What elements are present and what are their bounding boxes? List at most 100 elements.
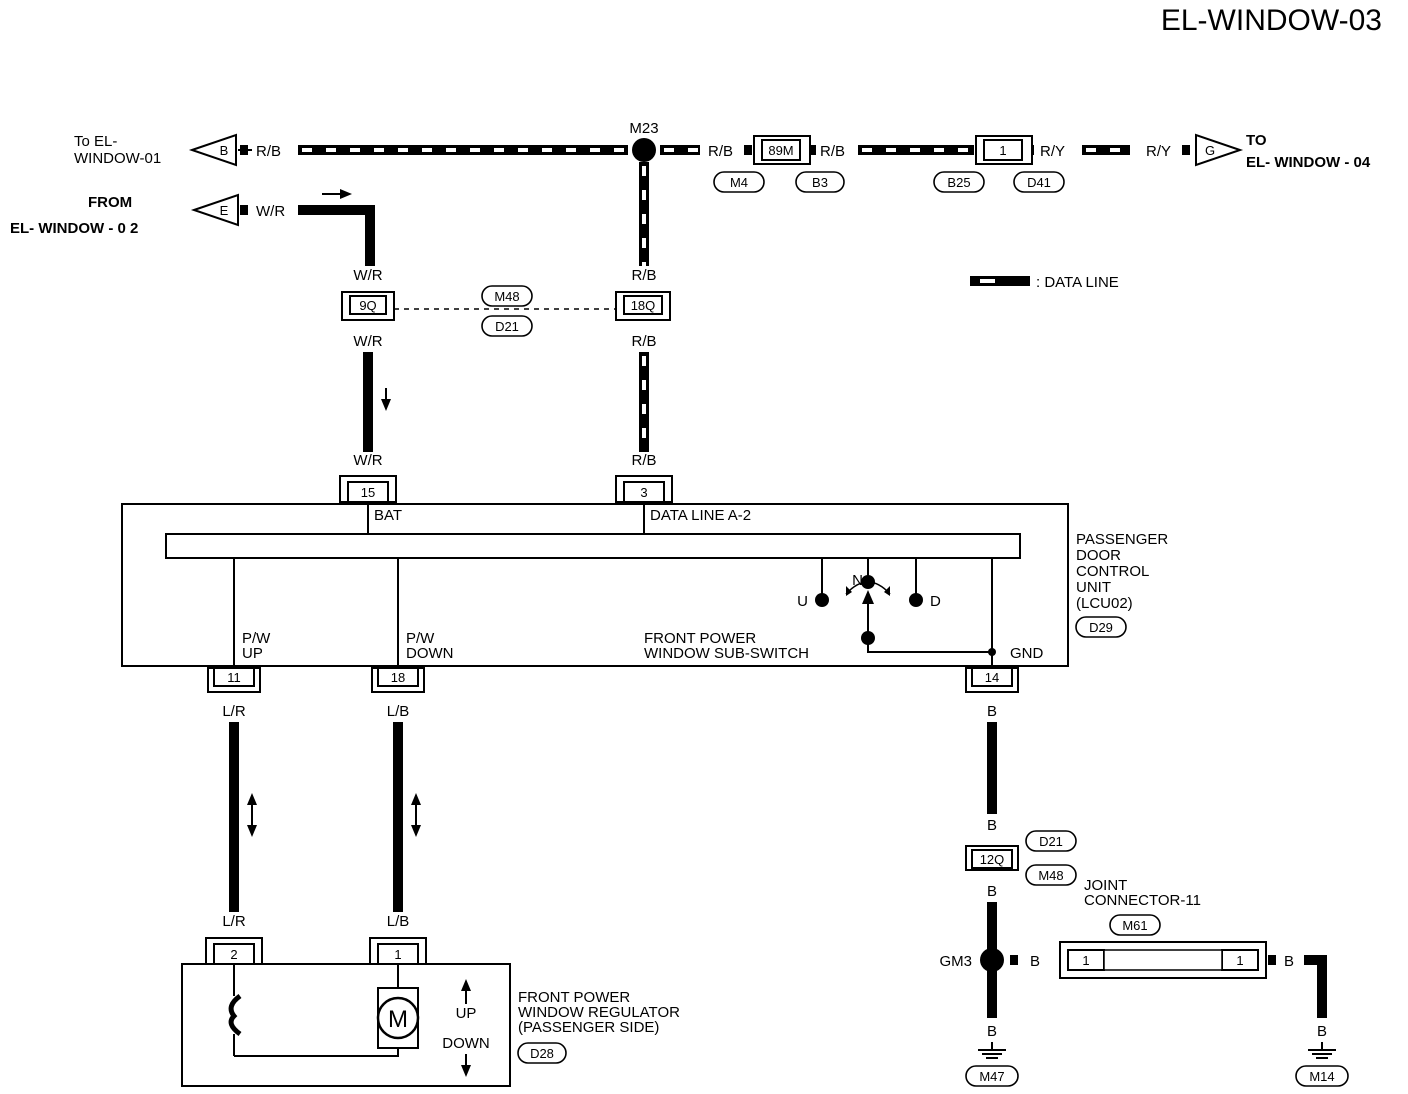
pw-down-label-2: DOWN	[406, 645, 454, 662]
wire-label-wr-9q-bottom: W/R	[353, 333, 382, 350]
svg-text:M14: M14	[1309, 1069, 1334, 1084]
wire-wr-upper	[298, 205, 375, 266]
svg-text:M4: M4	[730, 175, 748, 190]
svg-text:B3: B3	[812, 175, 828, 190]
svg-text:18Q: 18Q	[631, 298, 656, 313]
pw-down-label-1: P/W	[406, 630, 435, 647]
tag-b3: B3	[795, 171, 845, 193]
arrow-e-label: E	[220, 203, 229, 218]
svg-text:M61: M61	[1122, 918, 1147, 933]
switch-u-label: U	[797, 593, 808, 610]
tag-d29: D29	[1075, 616, 1127, 638]
svg-text:89M: 89M	[768, 143, 793, 158]
switch-n-label: N	[852, 572, 863, 589]
svg-text:D28: D28	[530, 1046, 554, 1061]
svg-text:B25: B25	[947, 175, 970, 190]
wire-label-wr-15: W/R	[353, 452, 382, 469]
wire-label-b-gm3: B	[1030, 953, 1040, 970]
svg-text:M47: M47	[979, 1069, 1004, 1084]
svg-text:3: 3	[640, 485, 647, 500]
svg-text:D21: D21	[1039, 834, 1063, 849]
tag-m4: M4	[713, 171, 765, 193]
connector-18[interactable]: 18	[371, 667, 425, 693]
wire-label-rb-top-left: R/B	[256, 143, 281, 160]
wire-label-wr-top: W/R	[256, 203, 285, 220]
connector-12q[interactable]: 12Q	[965, 845, 1019, 871]
ground-m14-icon	[1308, 1042, 1336, 1059]
tag-b25: B25	[933, 171, 985, 193]
bat-label: BAT	[374, 507, 402, 524]
wire-label-rb-18q-bottom: R/B	[631, 333, 656, 350]
arrow-b-label: B	[220, 143, 229, 158]
control-unit-name-1: PASSENGER	[1076, 531, 1168, 548]
tag-d21-top: D21	[481, 315, 533, 337]
regulator-name-3: (PASSENGER SIDE)	[518, 1019, 659, 1036]
connector-1-b25[interactable]: 1	[975, 135, 1033, 165]
to-el-window-01-line1: To EL-	[74, 133, 117, 150]
connector-18q[interactable]: 18Q	[615, 291, 671, 321]
wire-label-lb-top: L/B	[387, 703, 410, 720]
svg-text:14: 14	[985, 670, 999, 685]
wire-label-rb-89m-right: R/B	[820, 143, 845, 160]
to-el-window-01-arrow[interactable]: B	[188, 133, 237, 167]
svg-text:1: 1	[999, 143, 1006, 158]
wire-label-b-12q-top: B	[987, 817, 997, 834]
pw-up-label-2: UP	[242, 645, 263, 662]
connector-2[interactable]: 2	[205, 937, 263, 965]
joint-connector-11[interactable]: 1 1	[1059, 941, 1267, 979]
front-power-window-regulator	[181, 963, 511, 1087]
to-el-window-01-line2: WINDOW-01	[74, 150, 161, 167]
svg-text:D21: D21	[495, 319, 519, 334]
connector-1-regulator[interactable]: 1	[369, 937, 427, 965]
svg-text:M48: M48	[494, 289, 519, 304]
data-line-legend: : DATA LINE	[970, 274, 1119, 291]
arrow-g-label: G	[1205, 143, 1215, 158]
svg-text:18: 18	[391, 670, 405, 685]
legend-data-line-label: : DATA LINE	[1036, 274, 1119, 291]
sub-switch-label-2: WINDOW SUB-SWITCH	[644, 645, 809, 662]
to-el-window-04-arrow[interactable]: G	[1195, 133, 1244, 167]
connector-89m[interactable]: 89M	[753, 135, 811, 165]
front-power-window-sub-switch	[815, 558, 996, 656]
svg-text:12Q: 12Q	[980, 852, 1005, 867]
regulator-circuit: M	[228, 964, 420, 1057]
wire-label-rb-m23-right: R/B	[708, 143, 733, 160]
motor-icon	[376, 996, 420, 1040]
top-data-line	[238, 145, 1190, 155]
wire-label-rb-18q-top: R/B	[631, 267, 656, 284]
wire-label-rb-3: R/B	[631, 452, 656, 469]
wire-label-b-m47: B	[987, 1023, 997, 1040]
data-line-a2-label: DATA LINE A-2	[650, 507, 751, 524]
control-unit-name-3: CONTROL	[1076, 563, 1149, 580]
to-el-window-04-line1: TO	[1246, 132, 1267, 149]
connector-14[interactable]: 14	[965, 667, 1019, 693]
svg-text:M48: M48	[1038, 868, 1063, 883]
from-el-window-02-line1: FROM	[88, 194, 132, 211]
connector-9q[interactable]: 9Q	[341, 291, 395, 321]
connector-3[interactable]: 3	[615, 475, 673, 503]
tag-d28: D28	[517, 1042, 567, 1064]
svg-text:15: 15	[361, 485, 375, 500]
wire-label-b-joint-right: B	[1284, 953, 1294, 970]
passenger-door-control-unit	[121, 503, 1069, 667]
wire-label-wr-9q-top: W/R	[353, 267, 382, 284]
ground-m47-icon	[978, 1042, 1006, 1059]
svg-text:2: 2	[230, 947, 237, 962]
splice-gm3	[980, 948, 1004, 972]
tag-m61: M61	[1109, 914, 1161, 936]
sub-switch-label-1: FRONT POWER	[644, 630, 756, 647]
svg-text:1: 1	[1236, 953, 1243, 968]
splice-gm3-label: GM3	[939, 953, 972, 970]
switch-d-label: D	[930, 593, 941, 610]
joint-connector-label-2: CONNECTOR-11	[1084, 892, 1201, 909]
svg-text:D29: D29	[1089, 620, 1113, 635]
from-el-window-02-arrow[interactable]: E	[190, 193, 239, 227]
page-title: EL-WINDOW-03	[1161, 4, 1382, 37]
svg-text:1: 1	[394, 947, 401, 962]
splice-m23	[632, 138, 656, 162]
regulator-down-label: DOWN	[442, 1035, 490, 1052]
connector-11[interactable]: 11	[207, 667, 261, 693]
connector-15[interactable]: 15	[339, 475, 397, 503]
from-el-window-02-line2: EL- WINDOW - 0 2	[10, 220, 138, 237]
